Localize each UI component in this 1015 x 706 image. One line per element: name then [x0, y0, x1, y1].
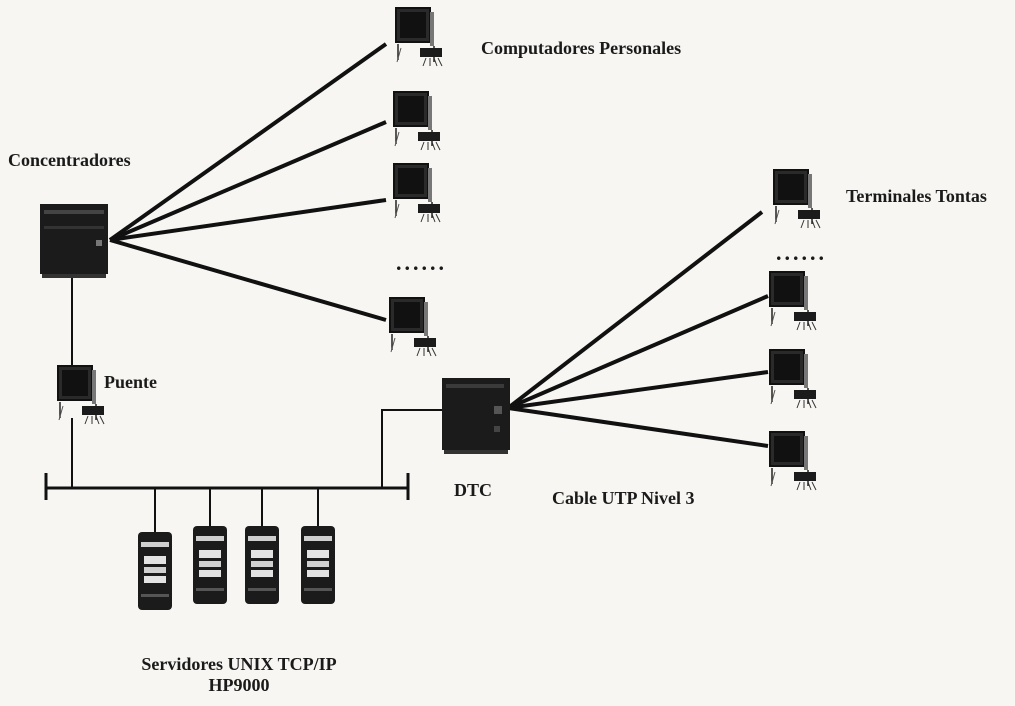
label-servidores: Servidores UNIX TCP/IP [141, 654, 337, 674]
label-computadores-personales: Computadores Personales [481, 38, 682, 58]
link-hub-pc4 [109, 238, 387, 322]
terminal-icon-4 [769, 431, 817, 491]
server-icon-1 [138, 532, 172, 610]
label-concentradores: Concentradores [8, 150, 131, 170]
pc-icon-2 [393, 91, 441, 151]
link-dtc-term3 [507, 370, 769, 410]
link-dtc-term1 [506, 210, 764, 410]
server-icon-3 [245, 526, 279, 604]
pc-icon-3 [393, 163, 441, 223]
link-hub-pc3 [109, 198, 387, 242]
hub-icon [40, 204, 108, 278]
link-hub-pc2 [109, 120, 387, 242]
dtc-device-icon [442, 378, 510, 454]
link-bus-dtc [381, 409, 444, 488]
ellipsis-terminals: ...... [776, 240, 827, 265]
label-terminales-tontas: Terminales Tontas [846, 186, 987, 206]
terminal-icon-1 [773, 169, 821, 229]
label-puente: Puente [104, 372, 157, 392]
label-cable-utp: Cable UTP Nivel 3 [552, 488, 695, 508]
link-dtc-term4 [507, 406, 769, 448]
link-dtc-term2 [507, 294, 769, 410]
ellipsis-pcs: ...... [396, 250, 447, 275]
terminal-icon-3 [769, 349, 817, 409]
pc-icon-1 [395, 7, 443, 67]
terminal-icon-2 [769, 271, 817, 331]
server-icon-4 [301, 526, 335, 604]
server-icon-2 [193, 526, 227, 604]
label-dtc: DTC [454, 480, 493, 500]
label-hp9000: HP9000 [208, 675, 270, 695]
bridge-pc-icon [57, 365, 105, 425]
link-hub-pc1 [108, 42, 388, 242]
pc-icon-4 [389, 297, 437, 357]
